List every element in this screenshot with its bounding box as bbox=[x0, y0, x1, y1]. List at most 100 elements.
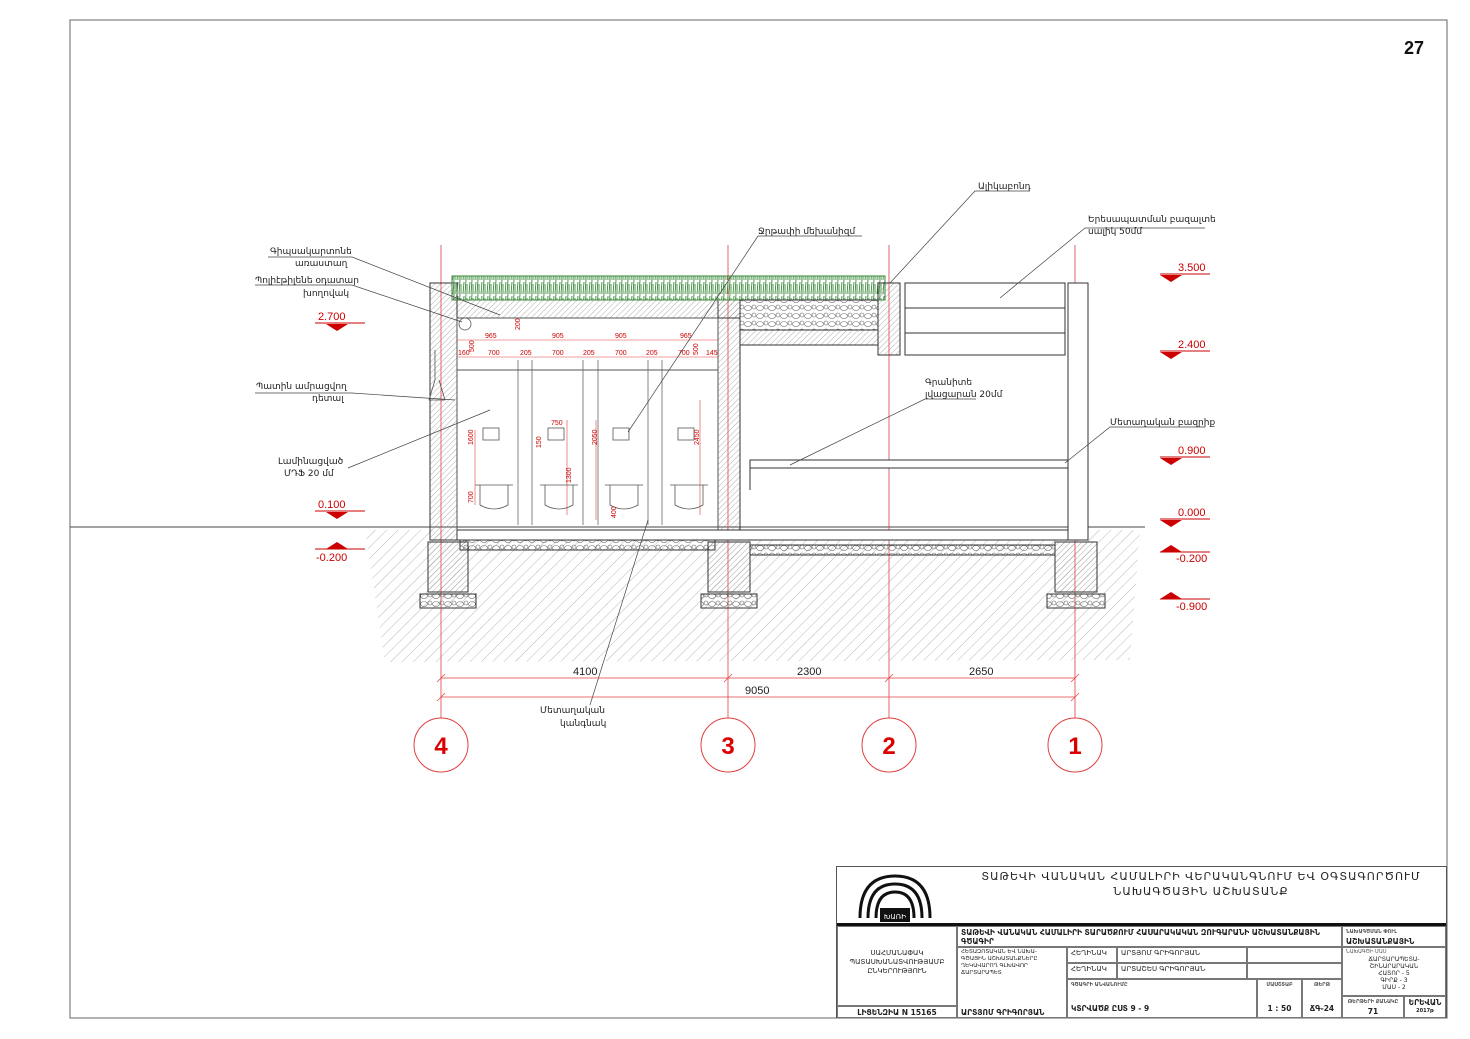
dim-965-b: 965 bbox=[680, 333, 692, 340]
label-vent-pipe: Պոլիէթիլենե օդատար bbox=[255, 276, 359, 286]
label-ceiling: Գիպսակարտոնե bbox=[270, 247, 352, 257]
svg-text:3: 3 bbox=[721, 733, 734, 760]
dimension-2300: 2300 bbox=[797, 666, 821, 678]
axis-bubbles: 4 3 2 1 bbox=[413, 717, 1103, 773]
dim-160: 160 bbox=[458, 350, 470, 357]
dim-v: 150 bbox=[536, 436, 543, 448]
dimension-4100: 4100 bbox=[573, 666, 597, 678]
dim-205: 205 bbox=[646, 350, 658, 357]
svg-text:0.100: 0.100 bbox=[318, 499, 346, 511]
axis-bubble-3: 3 bbox=[700, 717, 756, 773]
page-number: 27 bbox=[1404, 38, 1425, 58]
label-alucobond: Ալիկաբոնդ bbox=[978, 182, 1031, 192]
dimension-total: 9050 bbox=[745, 685, 769, 697]
dim-700: 700 bbox=[678, 350, 690, 357]
label-wall-detail: դետալ bbox=[312, 394, 344, 404]
inner-dimensions bbox=[457, 339, 718, 520]
svg-text:-0.200: -0.200 bbox=[1176, 553, 1207, 565]
level-marker: -0.200 bbox=[1160, 545, 1210, 565]
inner-dimension-labels: 965 905 905 965 160 700 205 700 205 700 … bbox=[458, 318, 718, 518]
axis-bubble-1: 1 bbox=[1047, 717, 1103, 773]
svg-text:2.700: 2.700 bbox=[318, 311, 346, 323]
dim-v: 500 bbox=[469, 340, 476, 352]
dim-700: 700 bbox=[488, 350, 500, 357]
author-2: ԱՐՏԱՇԵՍ ԳՐԻԳՈՐՅԱՆ bbox=[1117, 963, 1247, 979]
company-logo: ԽԱՌԻ bbox=[837, 867, 957, 925]
dim-205: 205 bbox=[520, 350, 532, 357]
dim-700: 700 bbox=[552, 350, 564, 357]
logo-shell-icon: ԽԱՌԻ bbox=[858, 874, 932, 922]
granite-sink bbox=[749, 459, 1069, 469]
label-granite: լվացարան 20մմ bbox=[925, 390, 1003, 400]
level-marker: 2.700 bbox=[315, 311, 365, 331]
dim-145: 145 bbox=[706, 350, 718, 357]
svg-text:3.500: 3.500 bbox=[1178, 262, 1206, 274]
label-basalt: Երեսապատման բազալտե bbox=[1088, 215, 1216, 225]
label-wall-detail: Պատին ամրացվող bbox=[256, 382, 347, 392]
svg-text:ԽԱՌԻ: ԽԱՌԻ bbox=[884, 913, 906, 921]
label-railing: Մետաղական բազրիք bbox=[1110, 418, 1215, 428]
dim-905-b: 905 bbox=[615, 333, 627, 340]
level-marker: 0.000 bbox=[1160, 507, 1210, 527]
svg-text:-0.900: -0.900 bbox=[1176, 601, 1207, 613]
level-markers-left: 2.700 0.100 -0.200 bbox=[315, 311, 365, 564]
basalt-cladding bbox=[904, 282, 1066, 356]
level-marker: 3.500 bbox=[1160, 262, 1210, 282]
chief-architect: ՀԵՏԱԶՈՏԱԿԱՆ ԵՎ ՆԱԽԱ- ԳԾԱՅԻՆ ԱՇԽԱՏԱՆՔՆԵՐԸ… bbox=[957, 947, 1067, 1018]
dim-v: 200 bbox=[515, 318, 522, 330]
dim-700: 700 bbox=[615, 350, 627, 357]
author-1: ԱՐՏՅՈՄ ԳՐԻԳՈՐՅԱՆ bbox=[1117, 947, 1247, 963]
title-block: ԽԱՌԻ ՏԱԹԵՎԻ ՎԱՆԱԿԱՆ ՀԱՄԱԼԻՐԻ ՎԵՐԱԿԱՆԳՆՈՒ… bbox=[836, 866, 1447, 1018]
dim-v: 1300 bbox=[566, 467, 573, 483]
annotation-labels: Գիպսակարտոնե առաստաղ Պոլիէթիլենե օդատար … bbox=[255, 182, 1216, 729]
label-flush: Ջրթափի մեխանիզմ bbox=[758, 227, 855, 237]
level-markers-right: 3.500 2.400 0.900 0.000 -0.200 -0.900 bbox=[1160, 262, 1210, 613]
license: ԼԻՑԵՆԶԻԱ N 15165 bbox=[837, 1006, 957, 1018]
sheet-frame bbox=[69, 19, 1448, 1019]
dim-v: 700 bbox=[468, 491, 475, 503]
dim-v: 2050 bbox=[592, 429, 599, 445]
label-mdf: ՄԴՖ 20 մմ bbox=[284, 469, 334, 479]
foundations bbox=[419, 541, 1106, 609]
level-marker: 2.400 bbox=[1160, 339, 1210, 359]
label-ceiling: առաստաղ bbox=[295, 259, 348, 269]
svg-text:1: 1 bbox=[1068, 733, 1081, 760]
leader-lines bbox=[255, 190, 1205, 706]
svg-text:0.900: 0.900 bbox=[1178, 445, 1206, 457]
dim-905-a: 905 bbox=[552, 333, 564, 340]
label-vent-pipe: խողովակ bbox=[303, 289, 349, 299]
svg-text:2.400: 2.400 bbox=[1178, 339, 1206, 351]
label-post: կանգնակ bbox=[560, 719, 606, 729]
svg-text:0.000: 0.000 bbox=[1178, 507, 1206, 519]
toilet-fixtures bbox=[428, 317, 708, 510]
author-label: ՀԵՂԻՆԱԿ bbox=[1067, 963, 1117, 979]
svg-text:4: 4 bbox=[434, 733, 448, 760]
dim-v: 500 bbox=[693, 343, 700, 355]
overall-dimensions bbox=[436, 673, 1080, 702]
author-label: ՀԵՂԻՆԱԿ bbox=[1067, 947, 1117, 963]
dim-v: 400 bbox=[611, 506, 618, 518]
dim-205: 205 bbox=[583, 350, 595, 357]
svg-text:2: 2 bbox=[882, 733, 895, 760]
label-post: Մետաղական bbox=[540, 706, 605, 716]
building-section bbox=[429, 275, 1089, 556]
axis-bubble-4: 4 bbox=[413, 717, 469, 773]
project-title: ՏԱԹԵՎԻ ՎԱՆԱԿԱՆ ՀԱՄԱԼԻՐԻ ՏԱՐԱԾՔՈՒՄ ՀԱՍԱՐԱ… bbox=[957, 926, 1342, 947]
dim-v: 1600 bbox=[468, 429, 475, 445]
dim-v: 2450 bbox=[694, 429, 701, 445]
svg-text:-0.200: -0.200 bbox=[316, 552, 347, 564]
dim-v: 750 bbox=[551, 420, 563, 427]
level-marker: 0.100 bbox=[315, 499, 365, 519]
company-name: ՍԱՀՄԱՆԱՓԱԿ ՊԱՏԱՍԽԱՆԱՏՎՈՒԹՅԱՄԲ ԸՆԿԵՐՈՒԹՅՈ… bbox=[837, 926, 957, 1006]
floor-slab bbox=[456, 529, 1069, 541]
level-marker: -0.900 bbox=[1160, 592, 1210, 613]
level-marker: 0.900 bbox=[1160, 445, 1210, 465]
dimension-2650: 2650 bbox=[969, 666, 993, 678]
